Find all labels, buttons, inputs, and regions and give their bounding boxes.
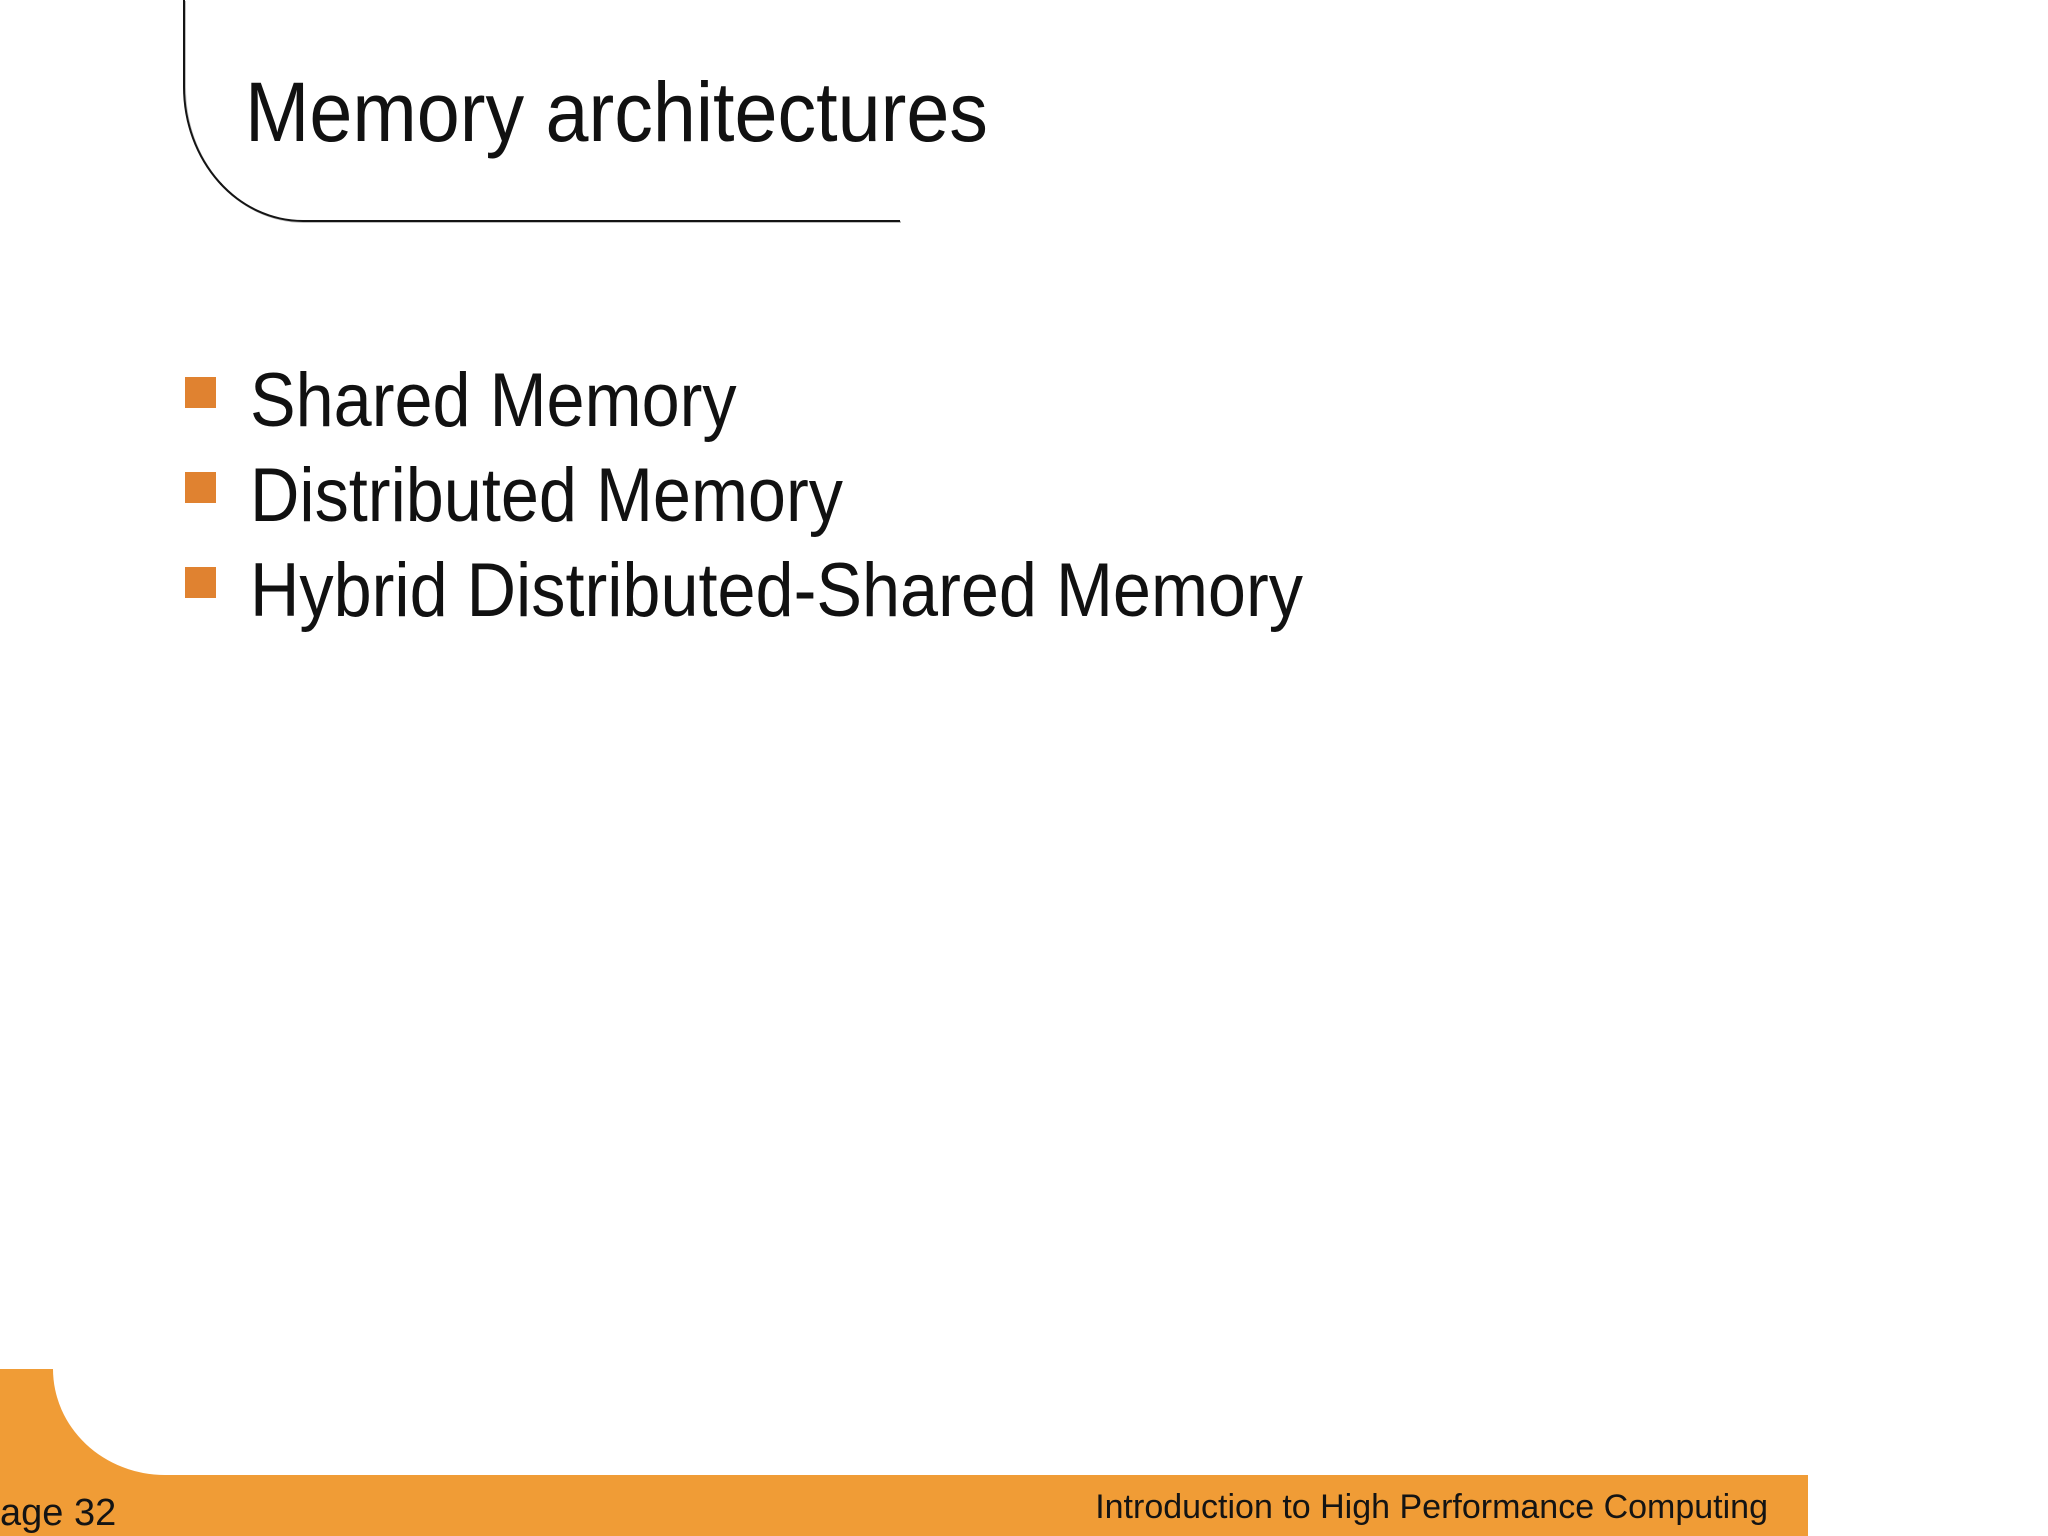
page-number-label: age 32	[0, 1492, 117, 1534]
bullet-square-icon	[185, 377, 216, 408]
page-title: Memory architectures	[245, 65, 988, 159]
list-item: Shared Memory	[185, 363, 1420, 439]
footer-bar	[0, 1475, 1808, 1536]
list-item: Hybrid Distributed-Shared Memory	[185, 553, 1420, 629]
bullet-square-icon	[185, 567, 216, 598]
bullet-square-icon	[185, 472, 216, 503]
title-corner-line	[183, 0, 900, 222]
bullet-label-shared-memory: Shared Memory	[250, 358, 737, 443]
footer-course-title: Introduction to High Performance Computi…	[1095, 1488, 1768, 1526]
bullet-label-hybrid-memory: Hybrid Distributed-Shared Memory	[250, 548, 1303, 633]
bullet-label-distributed-memory: Distributed Memory	[250, 453, 843, 538]
bullet-list: Shared Memory Distributed Memory Hybrid …	[185, 363, 1420, 648]
list-item: Distributed Memory	[185, 458, 1420, 534]
